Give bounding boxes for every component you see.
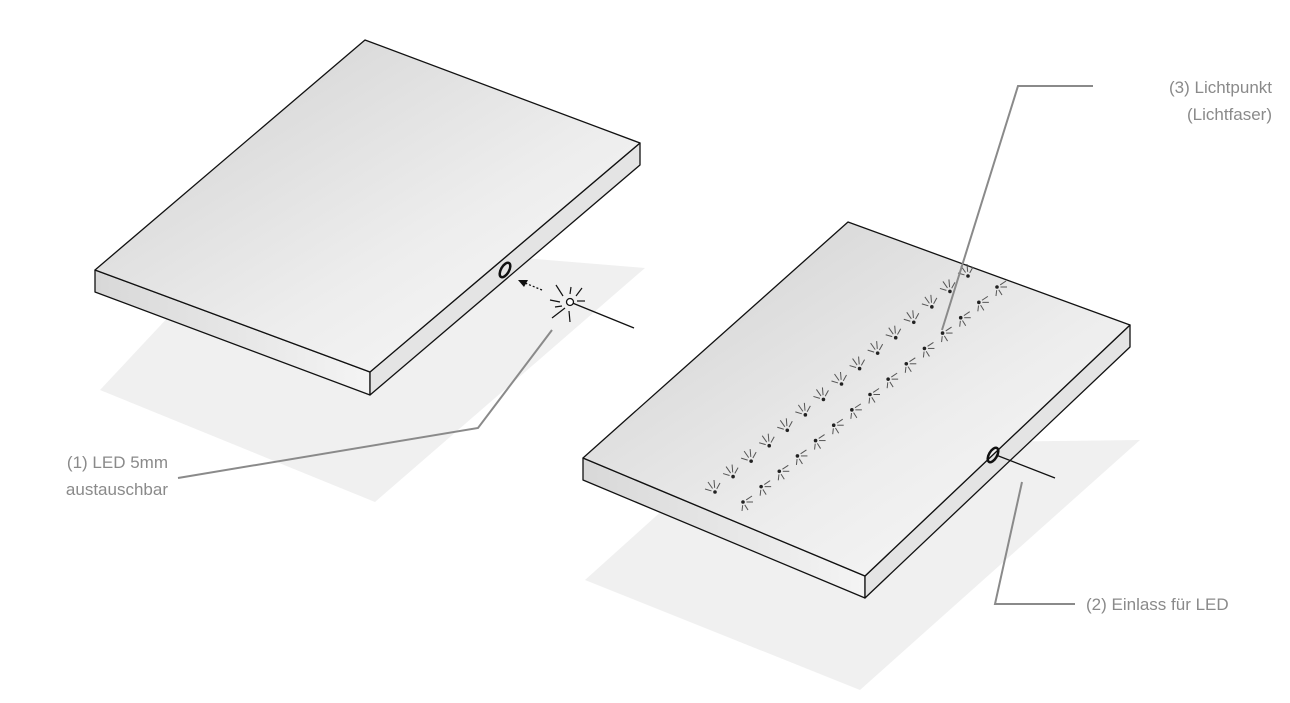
- label-led: (1) LED 5mm austauschbar: [10, 449, 168, 503]
- left-slab: [94, 39, 641, 396]
- fiber-point: [759, 433, 775, 448]
- label-einlass: (2) Einlass für LED: [1086, 591, 1229, 618]
- fiber-point: [759, 480, 772, 496]
- fiber-point: [977, 295, 989, 312]
- fiber-point: [903, 310, 920, 325]
- label-lichtpunkt-line2: (Lichtfaser): [1186, 105, 1272, 124]
- led-socket-icon: [498, 261, 512, 279]
- label-lichtpunkt-line1: (3) Lichtpunkt: [1169, 78, 1272, 97]
- fiber-point: [958, 311, 971, 327]
- fiber-point: [868, 388, 880, 404]
- fiber-point: [995, 280, 1007, 297]
- fiber-point: [885, 325, 902, 340]
- leader-einlass: [993, 481, 1075, 605]
- fiber-point: [831, 418, 844, 435]
- fiber-point: [741, 495, 753, 512]
- fiber-point: [704, 479, 721, 494]
- label-led-line2: austauschbar: [65, 480, 168, 499]
- fiber-point: [849, 356, 866, 371]
- led-inlet-icon: [986, 446, 1000, 464]
- fiber-point: [777, 464, 790, 481]
- label-led-line1: (1) LED 5mm: [66, 453, 168, 472]
- fiber-point: [777, 418, 793, 433]
- fiber-point: [939, 279, 956, 294]
- fiber-point: [813, 434, 826, 450]
- fiber-point: [795, 449, 808, 465]
- right-slab: [582, 221, 1131, 599]
- fiber-point: [922, 342, 935, 358]
- label-einlass-line1: (2) Einlass für LED: [1086, 595, 1229, 614]
- fiber-points: [704, 263, 1007, 512]
- fiber-point: [886, 372, 899, 389]
- fiber-point: [921, 294, 938, 309]
- fiber-point: [940, 326, 953, 343]
- fiber-point: [740, 449, 757, 463]
- fiber-point: [795, 402, 811, 417]
- fiber-point: [813, 387, 829, 402]
- fiber-point: [867, 341, 884, 355]
- led-icon: [518, 280, 635, 329]
- leader-led: [177, 329, 553, 479]
- label-lichtpunkt: (3) Lichtpunkt (Lichtfaser): [1169, 74, 1272, 128]
- fiber-point: [850, 403, 862, 419]
- leader-lichtpunkt: [941, 85, 1093, 331]
- fiber-point: [831, 371, 847, 386]
- fiber-point: [722, 464, 739, 479]
- leader-lines: [177, 85, 1093, 605]
- fiber-point: [904, 357, 917, 373]
